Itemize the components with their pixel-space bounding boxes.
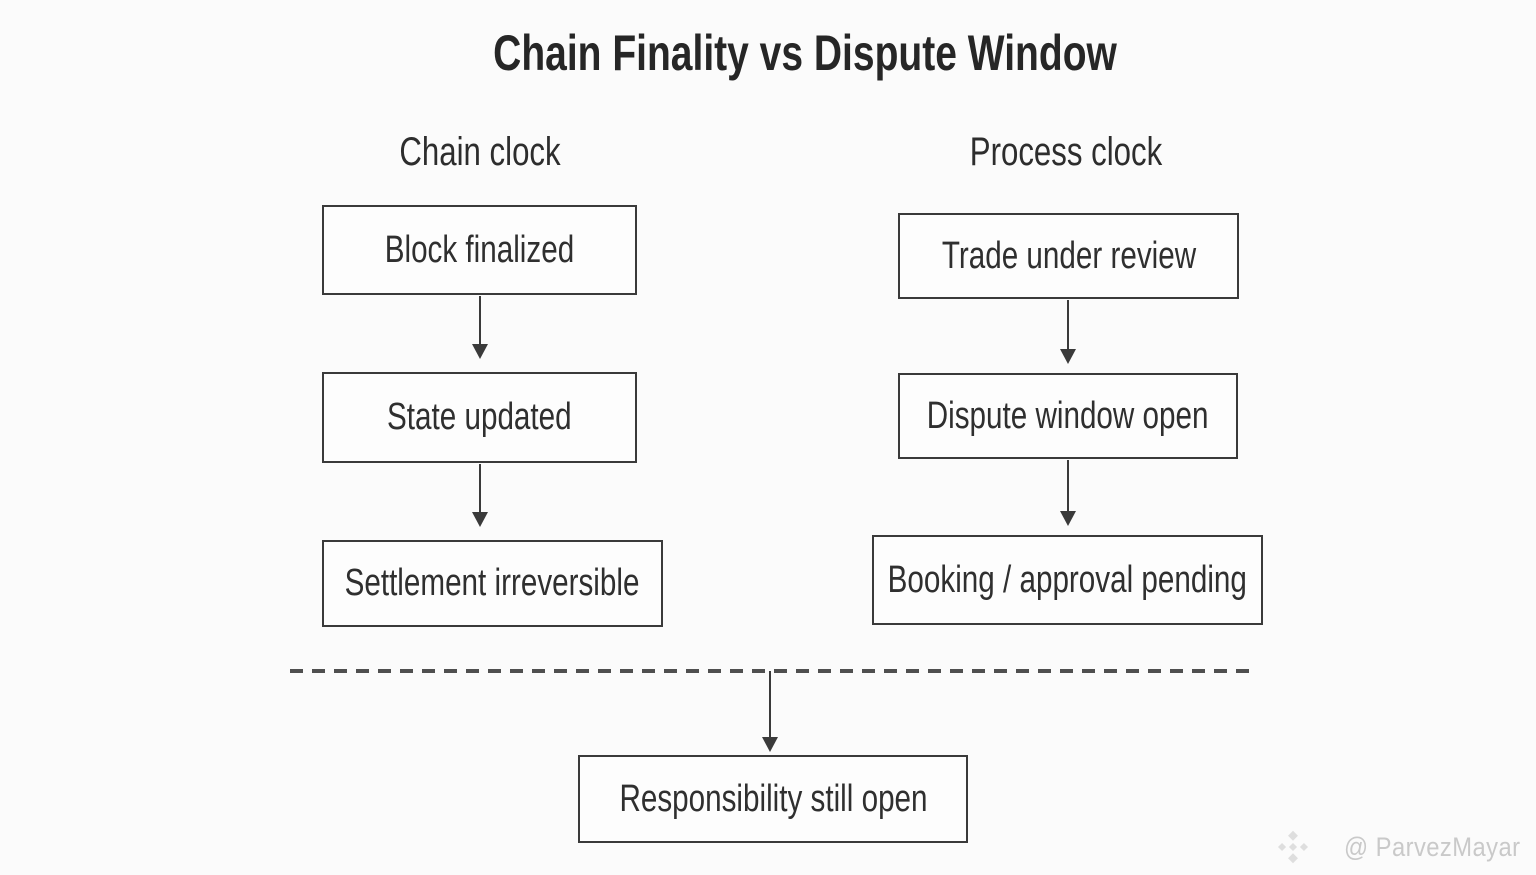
- arrow-head: [472, 344, 488, 359]
- flow-box-label: Responsibility still open: [618, 777, 928, 820]
- page-title: Chain Finality vs Dispute Window: [405, 24, 1205, 82]
- flow-box-label: State updated: [387, 396, 572, 438]
- column-header-process-clock: Process clock: [943, 130, 1190, 175]
- arrow-stem: [1067, 300, 1069, 351]
- column-header-chain-clock: Chain clock: [377, 130, 584, 175]
- arrow-down-icon: [761, 671, 779, 752]
- flow-box-state-updated: State updated: [322, 372, 637, 463]
- column-header-label: Process clock: [969, 130, 1163, 174]
- arrow-head: [472, 512, 488, 527]
- arrow-head: [1060, 349, 1076, 364]
- watermark: @ ParvezMayar: [1275, 829, 1520, 865]
- column-header-label: Chain clock: [399, 130, 561, 174]
- flow-box-block-finalized: Block finalized: [322, 205, 637, 295]
- flow-box-label: Dispute window open: [927, 394, 1209, 437]
- binance-diamond-icon: [1277, 830, 1308, 864]
- flow-box-dispute-window-open: Dispute window open: [898, 373, 1238, 459]
- arrow-stem: [479, 296, 481, 346]
- arrow-head: [1060, 511, 1076, 526]
- arrow-head: [762, 737, 778, 752]
- page-title-text: Chain Finality vs Dispute Window: [493, 25, 1117, 81]
- arrow-down-icon: [471, 296, 489, 359]
- arrow-stem: [479, 464, 481, 514]
- flow-box-label: Settlement irreversible: [345, 562, 640, 604]
- arrow-down-icon: [471, 464, 489, 527]
- flow-box-booking-approval-pending: Booking / approval pending: [872, 535, 1263, 625]
- flow-box-settlement-irreversible: Settlement irreversible: [322, 540, 663, 627]
- arrow-stem: [1067, 460, 1069, 513]
- flow-box-trade-under-review: Trade under review: [898, 213, 1239, 299]
- flow-box-label: Block finalized: [384, 228, 575, 271]
- dashed-divider: [290, 669, 1252, 673]
- arrow-down-icon: [1059, 300, 1077, 364]
- arrow-down-icon: [1059, 460, 1077, 526]
- flow-box-label: Booking / approval pending: [887, 558, 1248, 601]
- flow-box-responsibility-still-open: Responsibility still open: [578, 755, 968, 843]
- flow-box-label: Trade under review: [941, 234, 1196, 277]
- arrow-stem: [769, 671, 771, 739]
- watermark-handle: @ ParvezMayar: [1343, 831, 1520, 862]
